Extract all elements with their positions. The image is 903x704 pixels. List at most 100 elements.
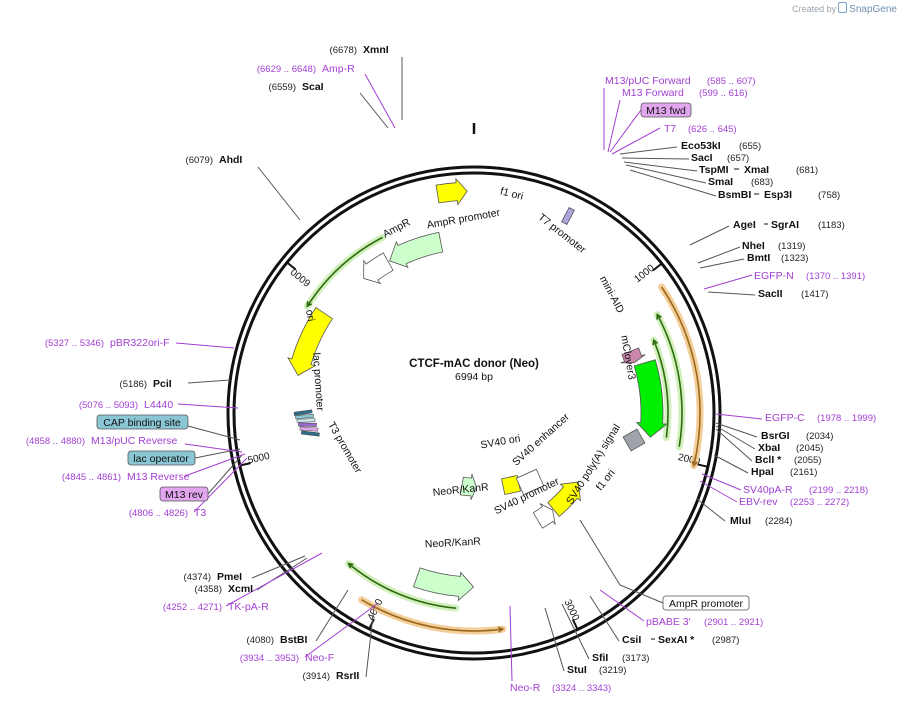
site-sexai: SexAI * — [658, 634, 695, 646]
lac-operator-label: lac operator — [133, 453, 189, 465]
site-pos-xbai: (2045) — [796, 443, 823, 454]
site-xmni: XmnI — [363, 44, 389, 56]
site-leader-16 — [696, 498, 726, 522]
site-smai: SmaI — [708, 176, 733, 188]
site-pos-xmni: (6678) — [330, 45, 357, 56]
site-leader-15 — [713, 454, 749, 474]
site-pos-sacii: (1417) — [801, 289, 828, 300]
lac-cluster-segment-3 — [298, 422, 317, 427]
site-saci: SacI — [691, 152, 713, 164]
primer-leader-7 — [701, 473, 742, 491]
fragment-arc-right-mid — [656, 314, 683, 447]
primer-range-egfp-c: (1978 .. 1999) — [817, 413, 876, 424]
site-pos-ahdi: (6079) — [186, 155, 213, 166]
feature-label-ori: ori — [303, 309, 317, 323]
site-pos-scai: (6559) — [269, 82, 296, 93]
site-leader-25 — [187, 425, 241, 441]
primer-range-sv40pa-r: (2199 .. 2218) — [809, 485, 868, 496]
site-pcii: PciI — [153, 378, 172, 390]
m13-rev-box — [159, 486, 209, 502]
site-ahdi: AhdI — [219, 154, 242, 166]
primer-amp-r: Amp-R — [322, 63, 355, 75]
primer-range-pbabe-3: (2901 .. 2921) — [704, 617, 763, 628]
primer-leader-17 — [175, 342, 235, 349]
tick-mark-5000 — [239, 462, 251, 467]
feature-label-neokan-1: NeoR/KanR — [432, 481, 489, 499]
watermark-prefix: Created by — [792, 4, 837, 14]
site-scai: ScaI — [302, 81, 324, 93]
site-pos-bsmbi-esp3i: (758) — [818, 190, 840, 201]
site-bcli: BclI * — [755, 454, 782, 466]
primer-range-pbr322ori-f: (5327 .. 5346) — [45, 338, 104, 349]
tick-mark-3000 — [571, 619, 579, 630]
site-pos-tspmi-xmai: (681) — [796, 165, 818, 176]
feature-label-f1-ori-2: f1 ori — [594, 467, 618, 493]
primer-l4440: L4440 — [144, 399, 173, 411]
tick-label-3000: 3000 — [561, 598, 581, 623]
site-leader-17 — [589, 595, 620, 642]
site-leader-24 — [187, 379, 231, 384]
primer-t3: T3 — [194, 507, 206, 519]
mini-aid-arrow — [620, 347, 646, 364]
primer-leader-10 — [509, 605, 513, 682]
ampr-promoter-box — [662, 595, 750, 611]
primer-m13-forward: M13 Forward — [622, 87, 684, 99]
primer-leader-16 — [177, 403, 239, 409]
primer-range-t7: (626 .. 645) — [688, 124, 737, 135]
feature-label-mclover3: mClover3 — [618, 334, 638, 380]
site-leader-27 — [207, 454, 243, 495]
site-sacii: SacII — [758, 288, 783, 300]
site-mlui: MluI — [730, 515, 751, 527]
boxed-feature-labels: M13 fwd CAP binding site lac operator M1… — [96, 102, 750, 611]
restriction-site-labels: (6678) XmnI (6559) ScaI (6079) AhdI Eco5… — [120, 44, 845, 682]
site-pmei: PmeI — [217, 571, 242, 583]
fragment-arc-right-inner — [653, 339, 669, 438]
snapgene-logo-icon — [838, 2, 848, 13]
site-leader-11 — [707, 291, 756, 296]
site-bmti: BmtI — [747, 252, 770, 264]
primer-egfp-n: EGFP-N — [754, 270, 794, 282]
site-leader-20 — [365, 606, 375, 678]
lac-cluster-segment-4 — [299, 426, 319, 432]
feature-label-sv40-polya: SV40 poly(A) signal — [564, 422, 623, 507]
primer-range-neo-f: (3934 .. 3953) — [240, 653, 299, 664]
site-leader-28 — [619, 584, 664, 604]
site-eco53ki: Eco53kI — [681, 140, 721, 152]
primer-leader-2 — [607, 99, 621, 153]
ampr-arrow — [389, 231, 444, 268]
plasmid-length: 6994 bp — [455, 371, 493, 383]
site-leader-29 — [579, 519, 621, 586]
site-pos-agei-sgrai: (1183) — [818, 220, 845, 231]
feature-label-neokan-2: NeoR/KanR — [425, 536, 482, 551]
lac-cluster-segment-0 — [293, 409, 313, 416]
feature-label-ampr-promoter: AmpR promoter — [426, 207, 502, 232]
primer-leader-15 — [184, 453, 246, 477]
site-pos-pcii: (5186) — [120, 379, 147, 390]
primer-sv40pa-r: SV40pA-R — [743, 484, 793, 496]
feature-label-lac-promoter: lac promoter — [310, 352, 326, 412]
site-stui: StuI — [567, 664, 587, 676]
site-leader-1 — [359, 92, 389, 129]
feature-label-mini-aid: mini-AID — [597, 274, 627, 316]
fragment-arc-right-inner-head — [652, 338, 659, 346]
primer-leader-12 — [225, 552, 323, 607]
primer-egfp-c: EGFP-C — [765, 412, 805, 424]
feature-label-ampr: AmpR — [381, 216, 413, 240]
site-pos-bsrgi: (2034) — [806, 431, 833, 442]
site-nhei: NheI — [742, 240, 765, 252]
site-bsrgi: BsrGI — [761, 430, 790, 442]
site-leader-4 — [621, 157, 690, 160]
site-pos-bstbi: (4080) — [247, 635, 274, 646]
site-pos-bmti: (1323) — [781, 253, 808, 264]
site-pos-eco53ki: (655) — [739, 141, 761, 152]
primer-range-ebv-rev: (2253 .. 2272) — [790, 497, 849, 508]
feature-label-sv40-ori: SV40 ori — [480, 433, 522, 452]
fragment-arc-right-mid-head — [656, 313, 662, 320]
ampr-promoter-box-label: AmpR promoter — [669, 598, 744, 610]
tick-label-6000: 6000 — [289, 265, 314, 288]
primer-labels: (6629 .. 6648) Amp-R M13/pUC Forward (58… — [26, 63, 876, 694]
primer-pbr322ori-f: pBR322ori-F — [110, 337, 170, 349]
fragment-arc-bottom-outer — [361, 599, 503, 632]
sv40-polya-box — [622, 428, 646, 452]
